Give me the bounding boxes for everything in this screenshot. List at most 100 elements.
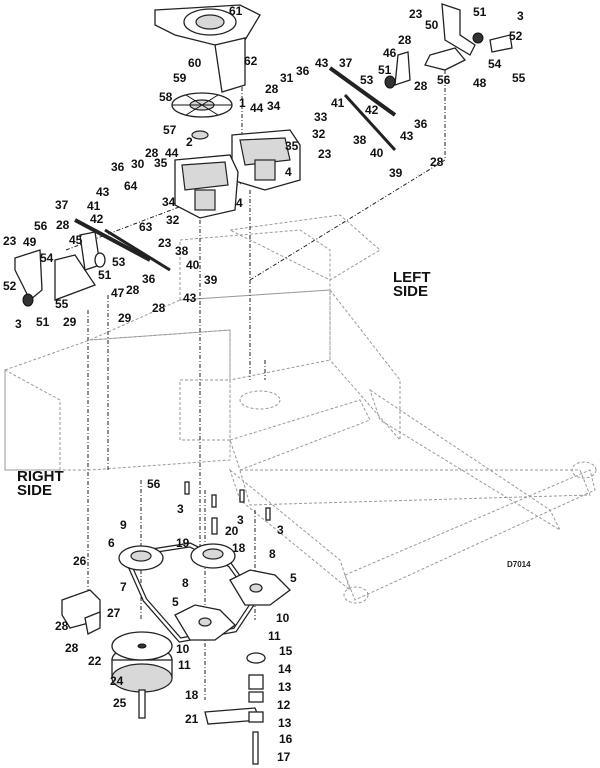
callout-49: 49	[23, 235, 37, 249]
callout-10: 10	[276, 611, 290, 625]
callout-23: 23	[409, 7, 423, 21]
callout-36: 36	[142, 272, 156, 286]
callout-28: 28	[56, 218, 70, 232]
callout-13: 13	[278, 680, 292, 694]
callout-27: 27	[107, 606, 121, 620]
callout-54: 54	[40, 251, 54, 265]
right-side-label-line2: SIDE	[17, 482, 53, 499]
callout-5: 5	[290, 571, 297, 585]
callout-40: 40	[370, 146, 384, 160]
callout-37: 37	[339, 56, 353, 70]
callout-39: 39	[204, 273, 218, 287]
callout-28: 28	[398, 33, 412, 47]
callout-29: 29	[63, 315, 77, 329]
electric-clutch	[111, 631, 173, 719]
callout-25: 25	[113, 696, 127, 710]
callout-32: 32	[312, 127, 326, 141]
callout-16: 16	[279, 732, 293, 746]
left-side-label-line1: LEFT	[393, 269, 431, 286]
callout-5: 5	[172, 595, 179, 609]
callout-61: 61	[229, 4, 243, 18]
callout-28: 28	[145, 146, 159, 160]
callout-4: 4	[236, 196, 243, 210]
left-side-label: LEFT SIDE	[393, 269, 431, 300]
callout-45: 45	[69, 233, 83, 247]
callout-56: 56	[437, 73, 451, 87]
callout-8: 8	[269, 547, 276, 561]
callout-43: 43	[400, 129, 414, 143]
callout-34: 34	[267, 99, 281, 113]
callout-36: 36	[296, 64, 310, 78]
callout-10: 10	[176, 642, 190, 656]
callout-37: 37	[55, 198, 69, 212]
right-side-label-line1: RIGHT	[17, 468, 64, 485]
callout-33: 33	[314, 110, 328, 124]
callout-62: 62	[244, 54, 258, 68]
idler-arm-assembly	[204, 652, 266, 765]
callout-53: 53	[112, 255, 126, 269]
callout-64: 64	[124, 179, 138, 193]
callout-35: 35	[154, 156, 168, 170]
callout-59: 59	[173, 71, 187, 85]
callout-44: 44	[165, 146, 179, 160]
callout-23: 23	[3, 234, 17, 248]
right-control-bracket	[14, 231, 106, 307]
figure-id: D7014	[507, 560, 531, 569]
callout-3: 3	[15, 317, 22, 331]
callout-51: 51	[36, 315, 50, 329]
callout-52: 52	[509, 29, 523, 43]
right-side-label: RIGHT SIDE	[17, 468, 64, 499]
callout-28: 28	[265, 82, 279, 96]
left-side-label-line2: SIDE	[393, 283, 429, 300]
callout-54: 54	[488, 57, 502, 71]
callout-28: 28	[414, 79, 428, 93]
callout-56: 56	[147, 477, 161, 491]
callout-11: 11	[178, 658, 191, 672]
callout-23: 23	[158, 236, 172, 250]
callout-23: 23	[318, 147, 332, 161]
callout-48: 48	[473, 76, 487, 90]
callout-22: 22	[88, 654, 102, 668]
cooling-fan-part	[171, 92, 233, 140]
callout-15: 15	[279, 644, 293, 658]
callout-17: 17	[277, 750, 291, 764]
callout-6: 6	[108, 536, 115, 550]
callout-14: 14	[278, 662, 292, 676]
callout-29: 29	[118, 311, 132, 325]
callout-12: 12	[277, 698, 291, 712]
callout-51: 51	[473, 5, 487, 19]
callout-41: 41	[331, 96, 345, 110]
callout-42: 42	[90, 212, 104, 226]
callout-60: 60	[188, 56, 202, 70]
callout-55: 55	[512, 71, 526, 85]
callout-40: 40	[186, 258, 200, 272]
callout-28: 28	[126, 283, 140, 297]
callout-26: 26	[73, 554, 87, 568]
callout-4: 4	[285, 165, 292, 179]
hydro-pump-right	[174, 154, 239, 219]
callout-51: 51	[98, 268, 112, 282]
callout-58: 58	[159, 90, 173, 104]
callout-3: 3	[237, 513, 244, 527]
callout-31: 31	[280, 71, 294, 85]
callout-51: 51	[378, 63, 392, 77]
callout-46: 46	[383, 46, 397, 60]
callout-21: 21	[185, 712, 199, 726]
callout-56: 56	[34, 219, 48, 233]
callout-32: 32	[166, 213, 180, 227]
hydro-pump-left	[231, 129, 301, 191]
callout-43: 43	[96, 185, 110, 199]
callout-28: 28	[65, 641, 79, 655]
callout-8: 8	[182, 576, 189, 590]
mower-frame	[4, 214, 597, 604]
callout-28: 28	[430, 155, 444, 169]
callout-3: 3	[517, 9, 524, 23]
callout-38: 38	[353, 133, 367, 147]
callout-24: 24	[110, 674, 124, 688]
callout-30: 30	[131, 157, 145, 171]
callout-3: 3	[177, 502, 184, 516]
callout-52: 52	[3, 279, 17, 293]
callout-47: 47	[111, 286, 125, 300]
callout-36: 36	[111, 160, 125, 174]
callout-19: 19	[176, 536, 190, 550]
